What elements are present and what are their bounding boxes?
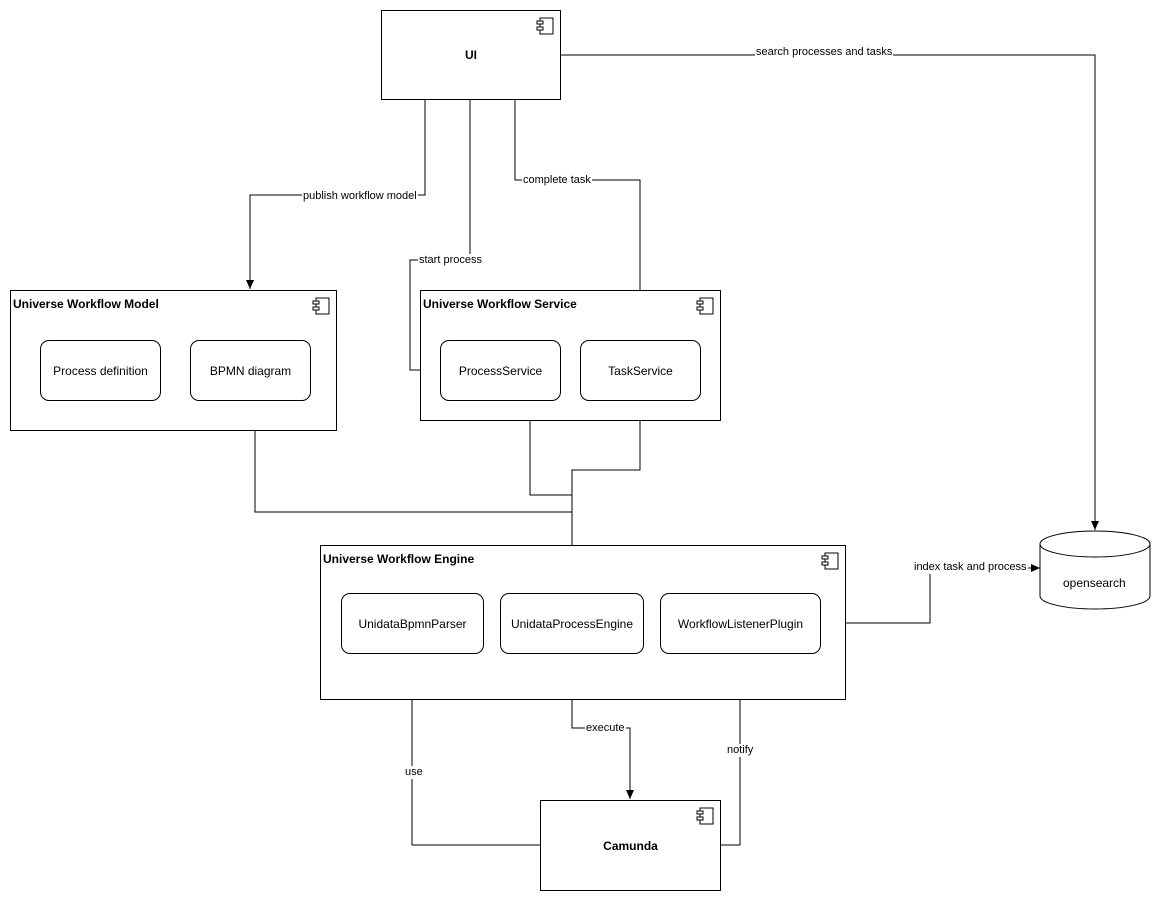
- component-icon: [696, 297, 714, 315]
- workflow-model-title: Universe Workflow Model: [13, 297, 159, 311]
- edge-label-complete: complete task: [522, 174, 592, 187]
- edge-use: [408, 654, 540, 846]
- edge-taskservice-engine: [568, 401, 641, 593]
- edge-search: [561, 54, 1099, 530]
- component-icon: [536, 17, 554, 35]
- component-icon: [821, 552, 839, 570]
- workflow-service-title: Universe Workflow Service: [423, 297, 577, 311]
- task-service-node[interactable]: TaskService: [580, 340, 701, 401]
- edge-label-execute: execute: [585, 722, 626, 735]
- bpmn-diagram-node[interactable]: BPMN diagram: [190, 340, 311, 401]
- camunda-component[interactable]: Camunda: [540, 800, 721, 891]
- component-icon: [312, 297, 330, 315]
- component-icon: [696, 807, 714, 825]
- edge-processservice-engine: [529, 401, 572, 496]
- edge-label-start: start process: [418, 254, 483, 267]
- edge-notify: [721, 654, 744, 846]
- bpmn-parser-node[interactable]: UnidataBpmnParser: [341, 593, 484, 654]
- workflow-engine-title: Universe Workflow Engine: [323, 552, 475, 566]
- process-service-node[interactable]: ProcessService: [440, 340, 561, 401]
- opensearch-label: opensearch: [1063, 576, 1126, 590]
- edge-model-engine: [254, 431, 572, 513]
- listener-plugin-node[interactable]: WorkflowListenerPlugin: [660, 593, 821, 654]
- camunda-title: Camunda: [603, 839, 658, 853]
- edge-label-index: index task and process: [913, 561, 1028, 574]
- process-definition-node[interactable]: Process definition: [40, 340, 161, 401]
- edge-label-use: use: [404, 766, 424, 779]
- edge-label-notify: notify: [726, 744, 755, 757]
- edge-index: [821, 564, 1040, 624]
- ui-component[interactable]: UI: [381, 10, 561, 100]
- opensearch-database-shape: [1039, 530, 1151, 610]
- edge-label-search: search processes and tasks: [755, 46, 894, 59]
- edge-label-publish: publish workflow model: [302, 190, 418, 203]
- ui-title: UI: [465, 48, 477, 62]
- process-engine-node[interactable]: UnidataProcessEngine: [500, 593, 644, 654]
